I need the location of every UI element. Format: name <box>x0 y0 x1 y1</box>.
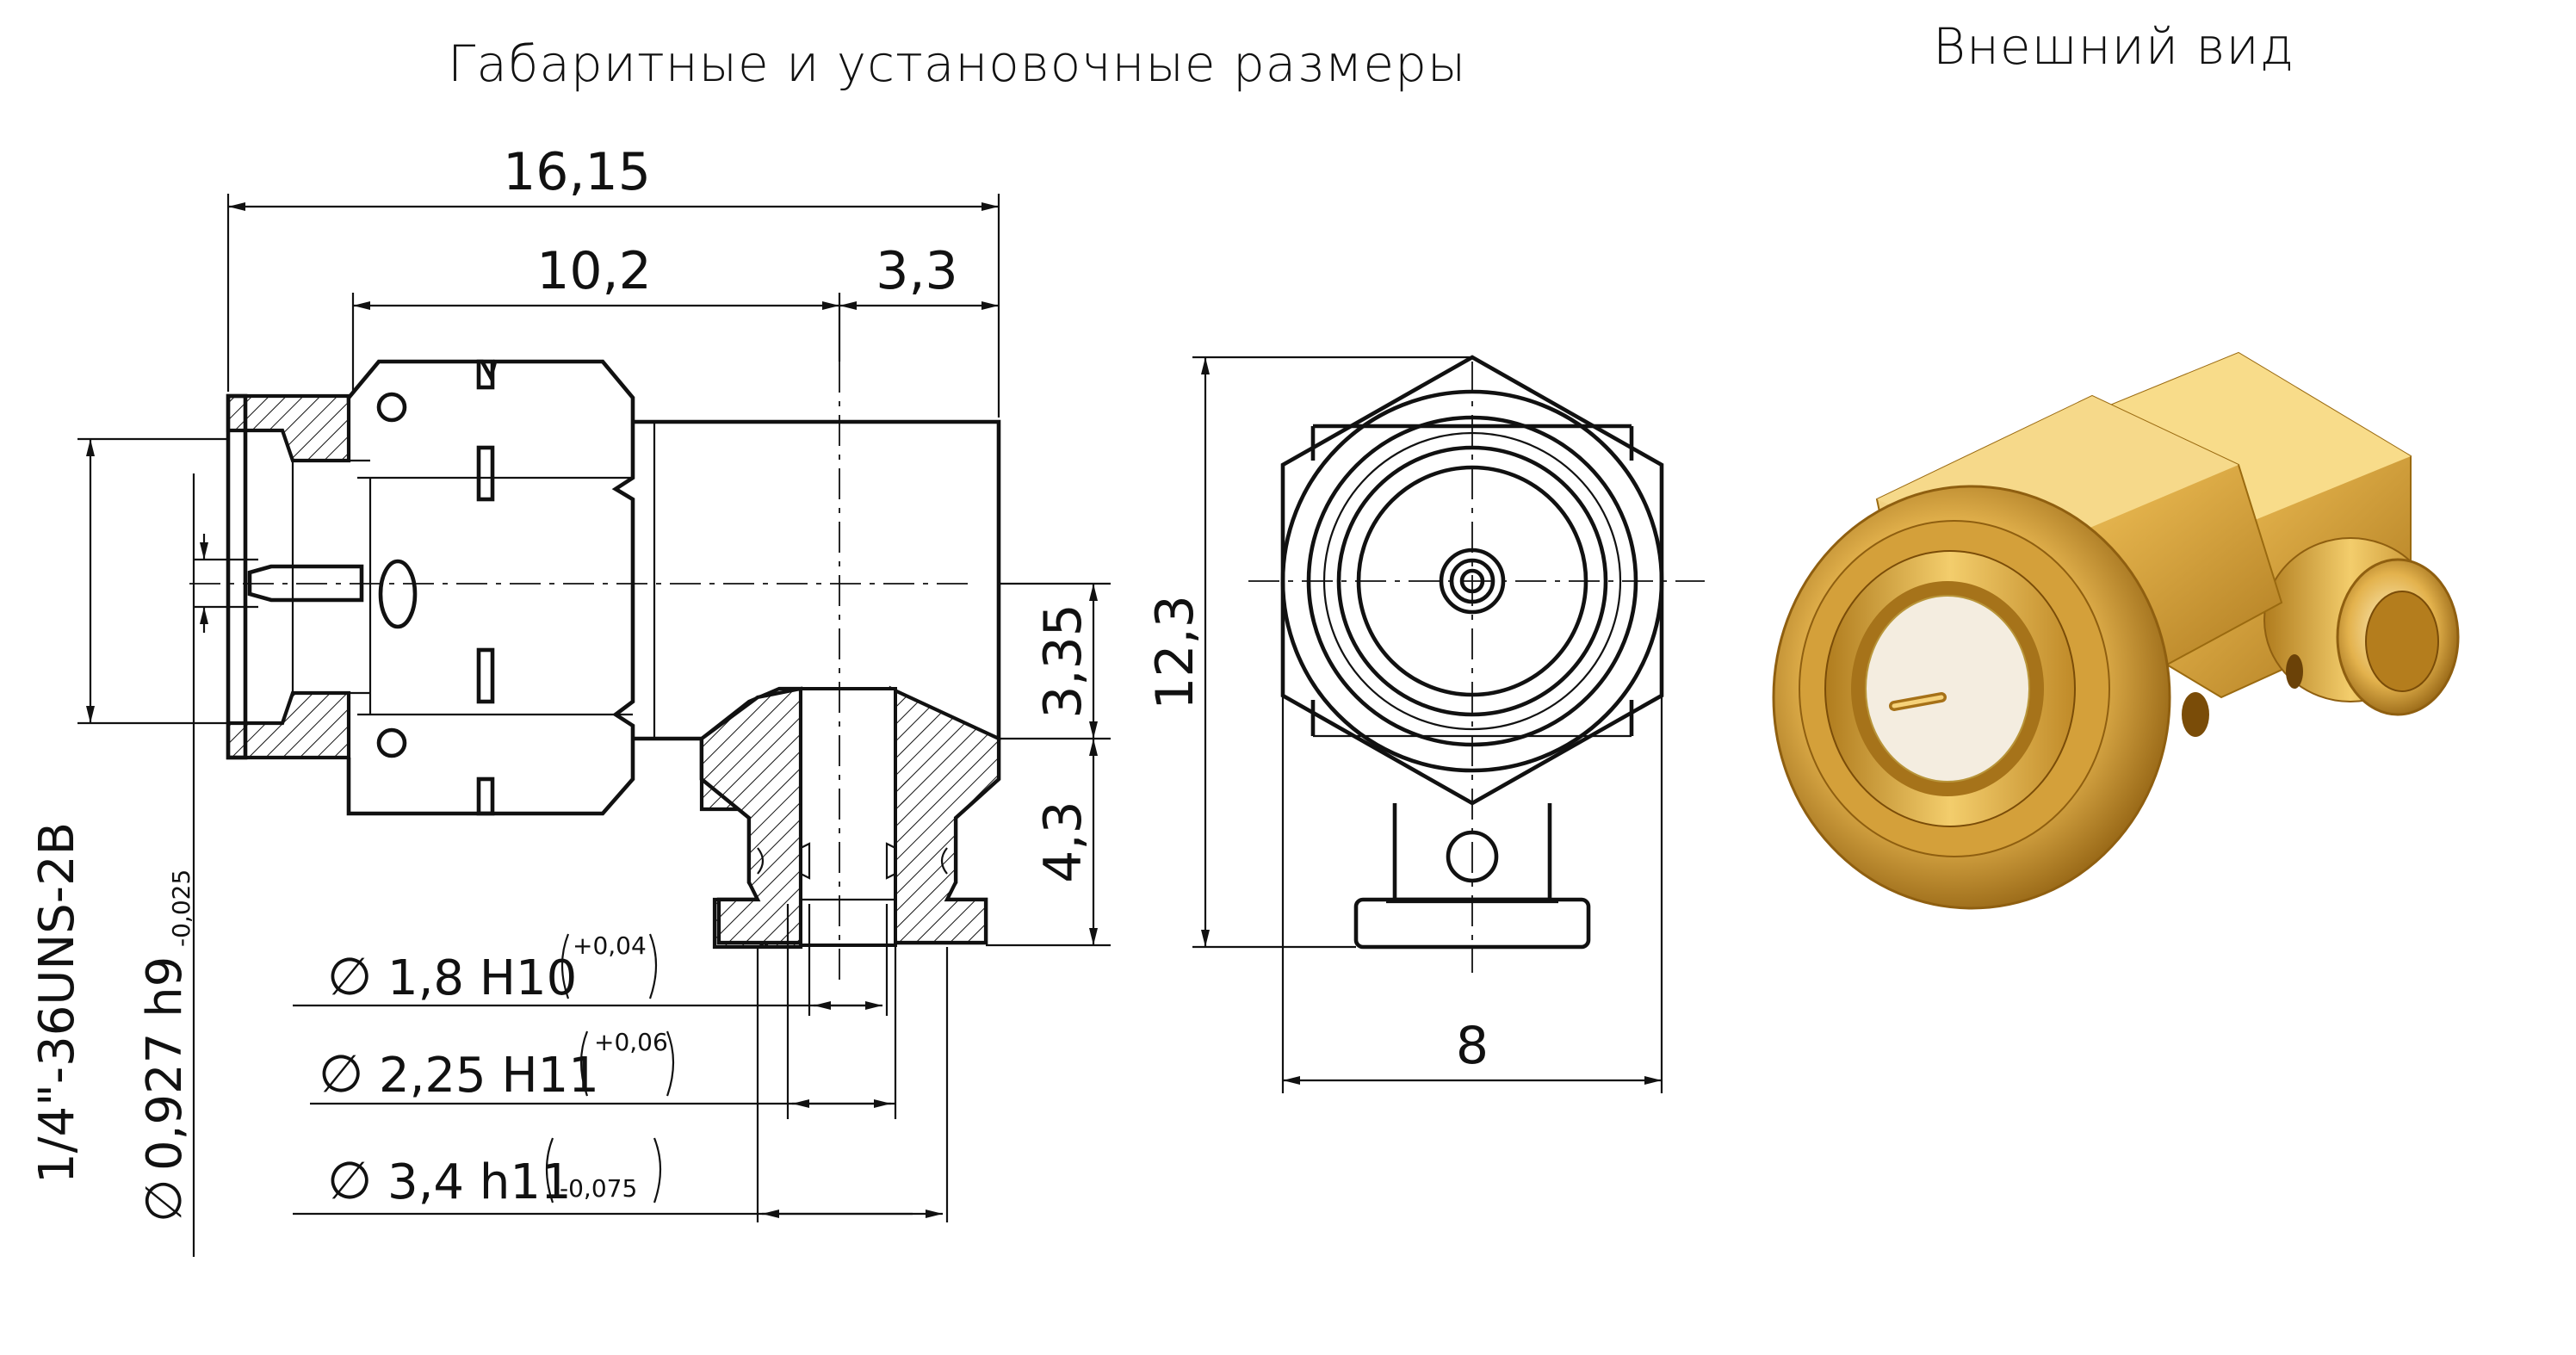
hole3-value: 3,4 h11 <box>387 1154 572 1210</box>
hex-body <box>346 359 635 816</box>
dim-height-lower: 4,3 <box>1033 801 1093 882</box>
cylinder-body <box>633 419 1001 741</box>
hole3-tolerance: -0,075 <box>560 1174 637 1203</box>
dim-tail-offset: 3,3 <box>876 241 957 301</box>
dim-overall-length: 16,15 <box>503 142 651 202</box>
diameter-symbol-2: ∅ <box>319 1044 363 1104</box>
tail-left-hatch <box>699 686 803 945</box>
tail-right-hatch <box>889 685 1001 945</box>
tail-bore <box>799 687 897 947</box>
nut-front-face <box>226 393 248 760</box>
ring-2 <box>1336 445 1608 717</box>
thread-spec: 1/4"-36UNS-2B <box>29 822 85 1184</box>
slot-4 <box>476 359 495 390</box>
slot-1 <box>476 445 495 502</box>
hole2-value: 2,25 H11 <box>379 1048 599 1104</box>
pin-diameter-symbol: ∅ <box>134 1179 193 1222</box>
appearance-title: Внешний вид <box>1933 17 2294 76</box>
dimension-lines-side <box>77 194 1111 1257</box>
hole1-tolerance: +0,04 <box>573 931 647 960</box>
slot-2 <box>476 647 495 704</box>
hole-top <box>376 392 407 423</box>
dim-width: 8 <box>1456 1016 1489 1076</box>
pin-tolerance: -0,025 <box>167 869 195 947</box>
pin-diameter-value: 0,927 h9 <box>137 956 193 1171</box>
dim-height-upper: 3,35 <box>1033 603 1093 719</box>
diameter-symbol-1: ∅ <box>327 947 372 1007</box>
pin-slot <box>378 559 418 629</box>
hole-bottom <box>376 727 407 758</box>
connector-photo <box>1772 351 2460 910</box>
slot-3 <box>476 776 495 816</box>
dim-body-length: 10,2 <box>536 241 652 301</box>
dim-total-height: 12,3 <box>1145 595 1205 710</box>
side-view <box>226 359 1001 950</box>
dimensions-title: Габаритные и установочные размеры <box>448 34 1467 93</box>
diameter-symbol-3: ∅ <box>327 1151 372 1211</box>
hole2-tolerance: +0,06 <box>594 1028 668 1056</box>
hole1-value: 1,8 H10 <box>387 950 577 1006</box>
dimension-lines-front <box>1192 356 1663 1093</box>
contact-pin <box>247 564 364 603</box>
